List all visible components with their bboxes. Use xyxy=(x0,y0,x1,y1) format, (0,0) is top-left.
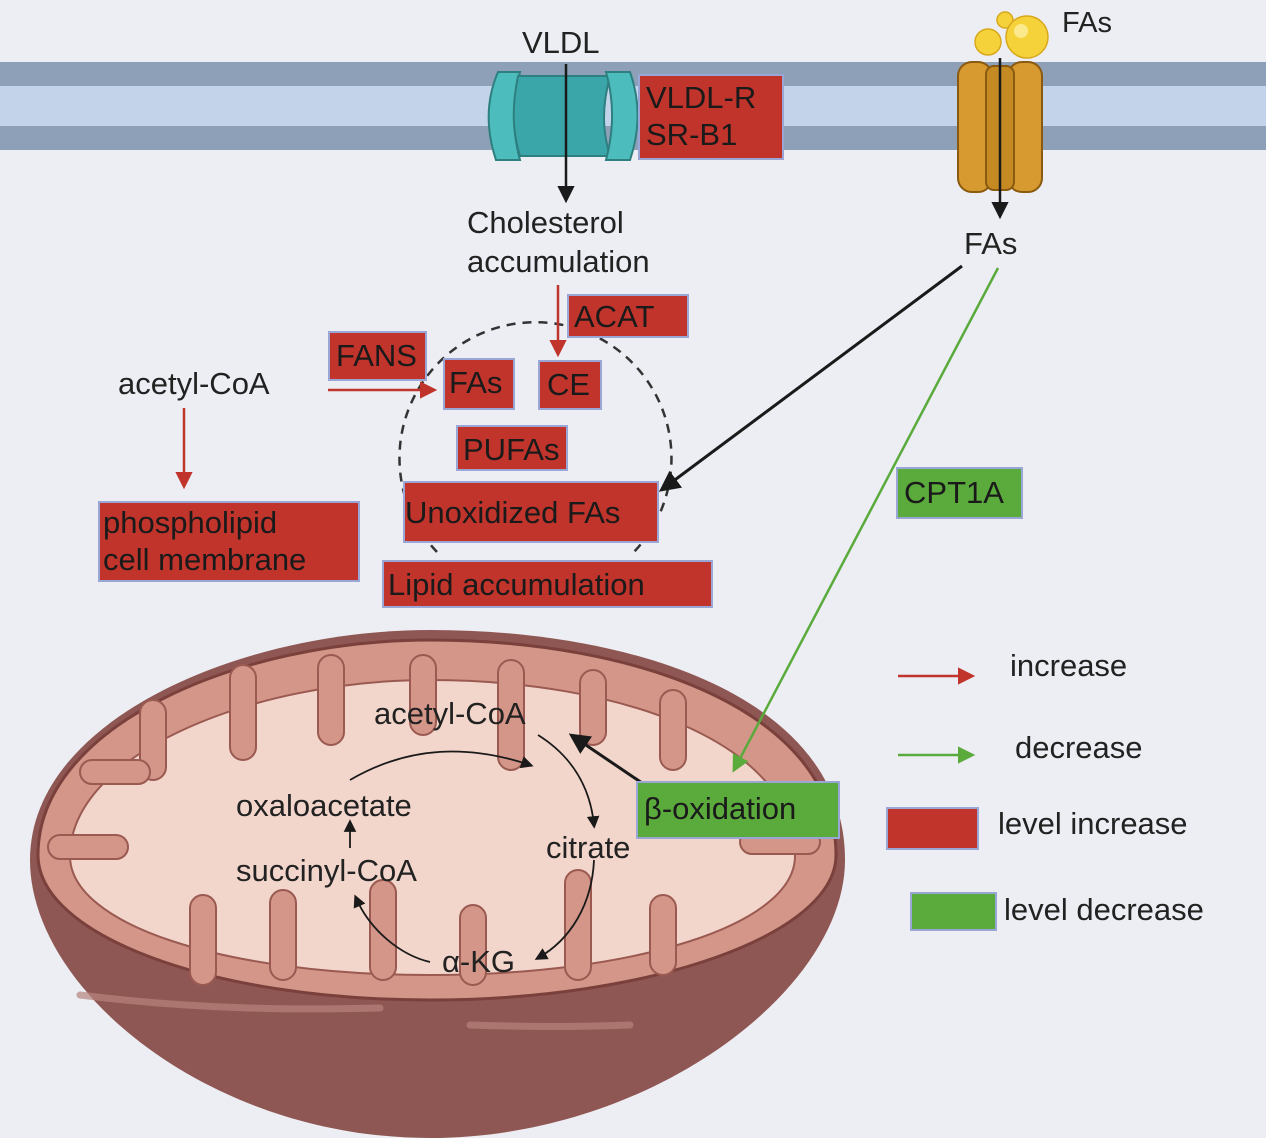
legend-increase-label: increase xyxy=(1010,648,1128,683)
citrate-label: citrate xyxy=(546,830,631,865)
vldl-receptor-channel-icon xyxy=(487,71,639,161)
vldl-r-sr-b1-box: VLDL-R SR-B1 xyxy=(638,74,784,160)
acetyl-coa-mitochondria-label: acetyl-CoA xyxy=(374,696,526,731)
alpha-kg-label: α-KG xyxy=(442,944,516,979)
beta-oxidation-box: β-oxidation xyxy=(636,781,840,839)
legend-level-decrease-label: level decrease xyxy=(1004,892,1204,927)
legend-level-increase-label: level increase xyxy=(998,806,1188,841)
phospholipid-label: phospholipid xyxy=(103,505,278,540)
fas-top-label: FAs xyxy=(1062,7,1112,39)
legend-decrease-label: decrease xyxy=(1015,730,1143,765)
beta-oxidation-to-acetyl-coa-arrow xyxy=(568,733,646,787)
cpt1a-box: CPT1A xyxy=(896,467,1023,519)
ce-box: CE xyxy=(538,360,602,410)
legend-level-increase-swatch xyxy=(886,807,979,850)
tca-cycle-arrows xyxy=(343,734,600,963)
cholesterol-label-line1: Cholesterol xyxy=(467,205,624,240)
pufas-box: PUFAs xyxy=(456,425,568,471)
oxaloacetate-label: oxaloacetate xyxy=(236,788,412,823)
acetyl-coa-cytoplasm-label: acetyl-CoA xyxy=(118,366,270,401)
vldl-label: VLDL xyxy=(522,25,600,60)
cholesterol-label-line2: accumulation xyxy=(467,244,650,279)
unoxidized-fas-box: Unoxidized FAs xyxy=(403,481,659,543)
fas-to-beta-oxidation-arrow xyxy=(732,267,1000,773)
acat-box: ACAT xyxy=(567,294,689,338)
fas-right-label: FAs xyxy=(964,226,1018,261)
lipid-droplet-outline xyxy=(398,320,673,555)
cell-membrane-label: cell membrane xyxy=(103,541,307,577)
mitochondrion-icon xyxy=(30,630,845,1138)
fatty-acid-droplets-icon xyxy=(974,11,1049,59)
vldl-r-label: VLDL-R xyxy=(646,80,757,115)
phospholipid-box: phospholipid cell membrane xyxy=(98,501,360,582)
lipid-accumulation-box: Lipid accumulation xyxy=(382,560,713,608)
fas-to-unoxidized-arrow xyxy=(658,264,963,492)
sr-b1-label: SR-B1 xyxy=(646,116,738,152)
fans-box: FANS xyxy=(328,331,427,381)
fas-inner-box: FAs xyxy=(443,358,515,410)
legend-level-decrease-swatch xyxy=(910,892,997,931)
succinyl-coa-label: succinyl-CoA xyxy=(236,853,417,888)
